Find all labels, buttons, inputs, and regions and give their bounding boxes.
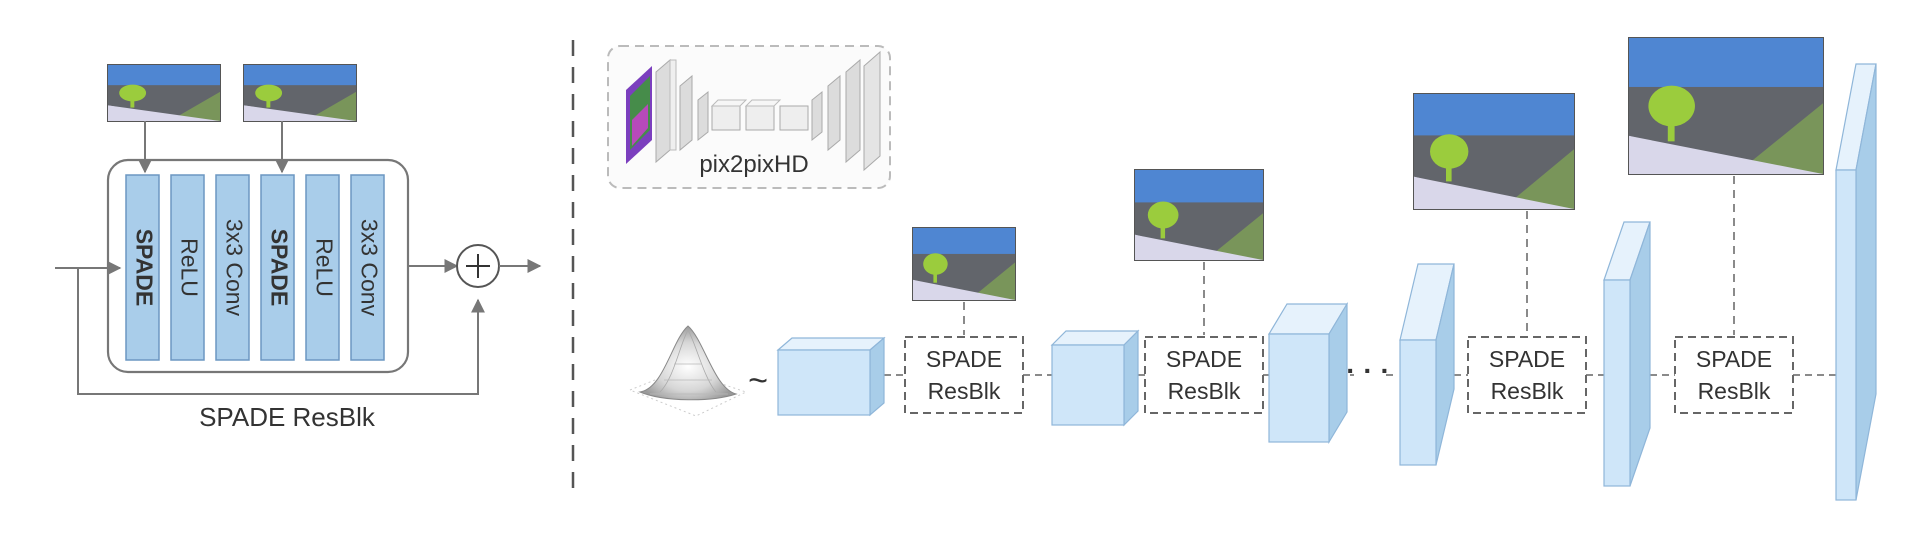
- generator-panel: pix2pixHD ~ SPADE ResBlk SPADE ResBlk SPADE R…: [607, 37, 1877, 501]
- pix2pixhd-inset: pix2pixHD: [607, 45, 891, 189]
- segmentation-maps: [912, 37, 1824, 335]
- layer-spade: SPADE: [260, 174, 295, 361]
- feature-map-cube: [1603, 221, 1651, 487]
- spade-resblk-panel: SPADE ReLU 3x3 Conv SPADE ReLU 3x3 Conv SPADE…: [55, 64, 542, 432]
- segmentation-map-thumbnail: [1134, 169, 1264, 261]
- spade-resblk-block: SPADE ResBlk: [1674, 336, 1794, 414]
- layer-label: 3x3 Conv: [356, 219, 382, 317]
- block-label-line2: ResBlk: [1491, 378, 1564, 404]
- layer-label: SPADE: [131, 229, 157, 307]
- spade-resblk-block: SPADE ResBlk: [1467, 336, 1587, 414]
- layer-label: 3x3 Conv: [221, 219, 247, 317]
- spade-resblk-blocks: SPADE ResBlk SPADE ResBlk SPADE ResBlk SPADE Re…: [904, 336, 1794, 414]
- layer-3x3-conv: 3x3 Conv: [350, 174, 385, 361]
- block-label-line1: SPADE: [1489, 346, 1565, 372]
- layer-label: SPADE: [266, 229, 292, 307]
- segmentation-map-thumbnail: [1628, 37, 1824, 175]
- layer-label: ReLU: [176, 238, 202, 297]
- gaussian-noise-icon: [628, 325, 748, 417]
- pix2pixhd-label: pix2pixHD: [699, 151, 808, 178]
- resblk-layers: SPADE ReLU 3x3 Conv SPADE ReLU 3x3 Conv: [125, 174, 385, 361]
- skip-connection: [77, 268, 485, 395]
- add-operator-icon: [456, 244, 500, 288]
- segmentation-map-thumbnail: [243, 64, 357, 122]
- encoder-decoder-icon: [626, 50, 881, 172]
- block-label-line2: ResBlk: [1168, 378, 1241, 404]
- resblk-title: SPADE ResBlk: [199, 402, 376, 432]
- ellipsis: · · ·: [1346, 355, 1390, 386]
- block-label-line1: SPADE: [1696, 346, 1772, 372]
- layer-relu: ReLU: [170, 174, 205, 361]
- sampling-tilde: ~: [748, 362, 768, 400]
- spade-resblk-block: SPADE ResBlk: [1144, 336, 1264, 414]
- layer-spade: SPADE: [125, 174, 160, 361]
- block-label-line1: SPADE: [1166, 346, 1242, 372]
- segmentation-map-thumbnail: [1413, 93, 1575, 210]
- feature-map-cube: [1399, 263, 1455, 466]
- feature-map-cube: [1267, 301, 1349, 445]
- feature-map-cube: [776, 336, 886, 417]
- segmap-input-arrows: [138, 121, 289, 174]
- feature-map-cube: [1050, 329, 1140, 427]
- block-label-line2: ResBlk: [928, 378, 1001, 404]
- layer-3x3-conv: 3x3 Conv: [215, 174, 250, 361]
- segmentation-map-thumbnail: [107, 64, 221, 122]
- spade-resblk-block: SPADE ResBlk: [904, 336, 1024, 414]
- block-label-line1: SPADE: [926, 346, 1002, 372]
- block-label-line2: ResBlk: [1698, 378, 1771, 404]
- feature-map-cube: [1835, 63, 1877, 501]
- layer-label: ReLU: [311, 238, 337, 297]
- segmentation-map-thumbnail: [912, 227, 1016, 301]
- layer-relu: ReLU: [305, 174, 340, 361]
- feature-maps: [776, 63, 1877, 501]
